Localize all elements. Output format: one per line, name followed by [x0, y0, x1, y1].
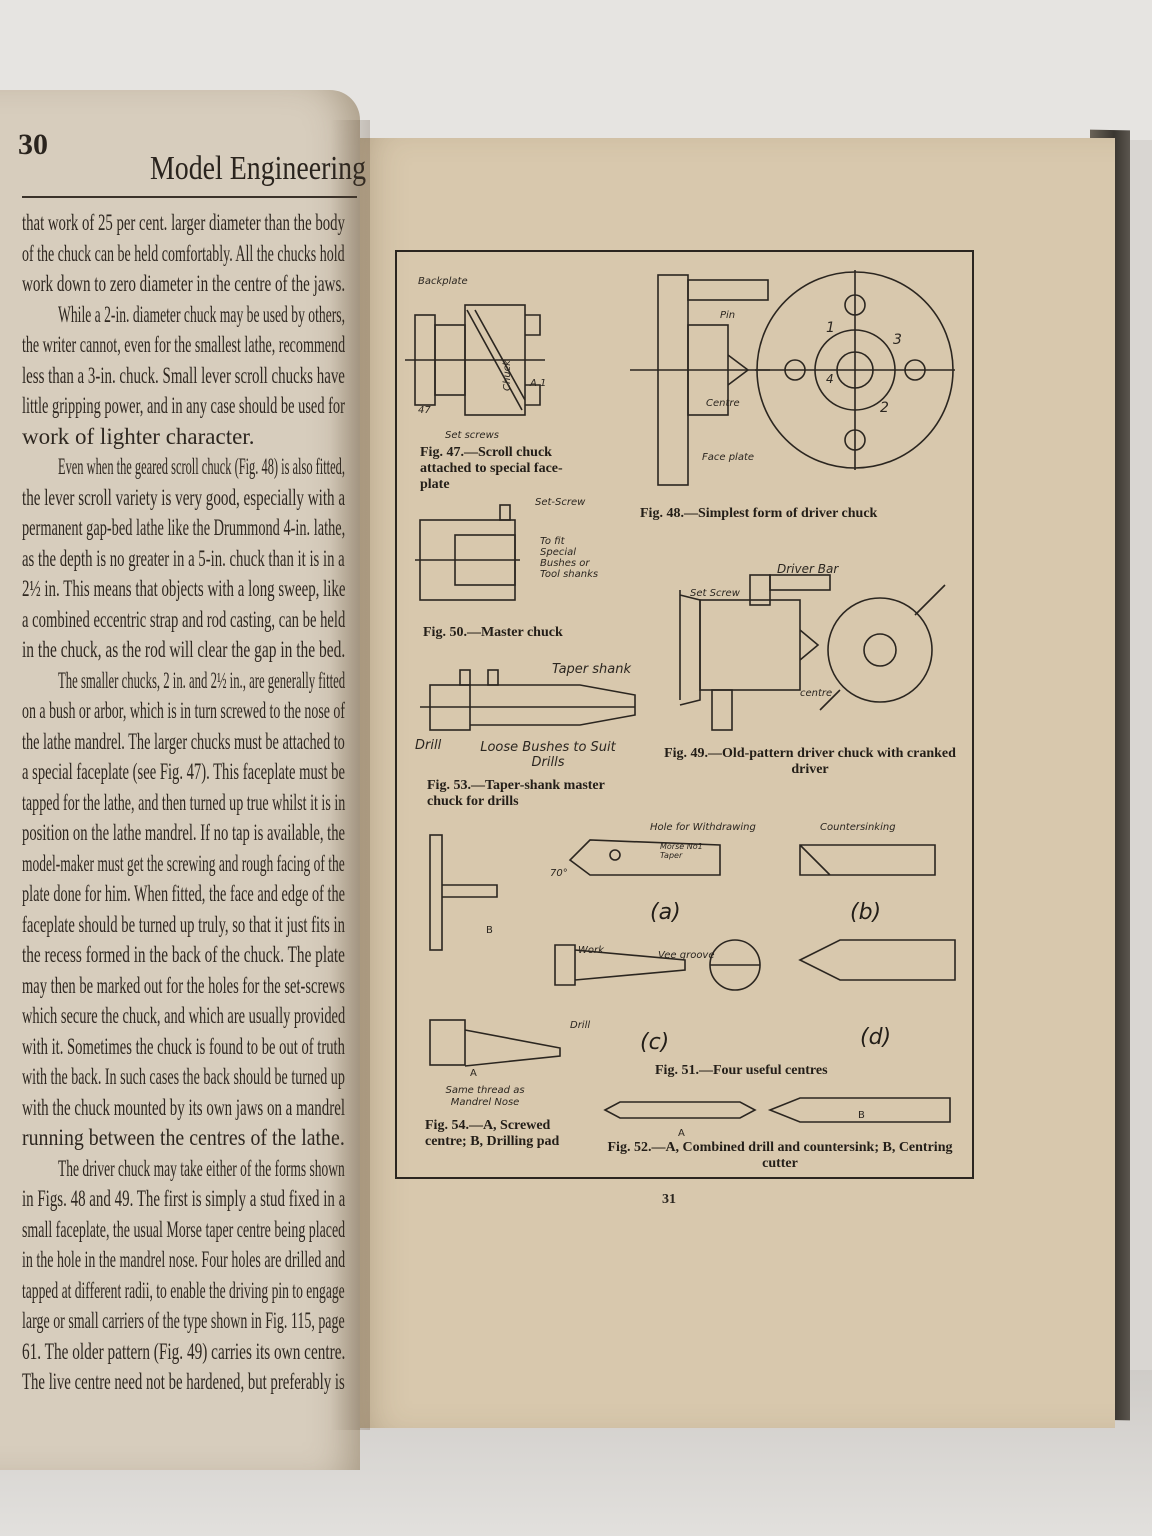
label-vee-groove: Vee groove	[658, 950, 715, 961]
label-a1: A 1	[530, 378, 547, 389]
text-line: work down to zero diameter in the centre…	[22, 271, 346, 296]
text-line: the writer cannot, even for the smallest…	[22, 332, 346, 357]
header-rule	[22, 196, 357, 198]
text-line: small faceplate, the usual Morse taper c…	[22, 1216, 346, 1242]
label-hole-for: Hole for Withdrawing	[650, 822, 756, 833]
label-47: 47	[418, 405, 431, 416]
label-taper-shank: Taper shank	[552, 662, 632, 677]
fig53-caption: Fig. 53.—Taper-shank master chuck for dr…	[427, 778, 605, 809]
text-line: a special faceplate (see Fig. 47). This …	[22, 759, 345, 784]
fig47-caption: Fig. 47.—Scroll chuck attached to specia…	[420, 445, 563, 492]
fig49-drawing	[679, 574, 946, 731]
label-2: 2	[880, 400, 889, 416]
label-face-plate: Face plate	[702, 452, 755, 463]
text-line: a combined eccentric strap and rod casti…	[22, 606, 346, 632]
label-centre-49: centre	[800, 688, 833, 699]
text-line: with the chuck mounted by its own jaws o…	[22, 1094, 346, 1120]
text-line: as the depth is no greater in a 5-in. ch…	[22, 545, 345, 571]
fig50-drawing	[415, 504, 520, 601]
label-set-screw: Set-Screw	[535, 497, 586, 508]
text-line: tapped at different radii, to enable the…	[22, 1277, 345, 1303]
label-loose-bushes: Loose Bushes to Suit Drills	[480, 740, 616, 770]
label-morse: Morse No1 Taper	[660, 842, 703, 860]
text-line: permanent gap-bed lathe like the Drummon…	[22, 515, 346, 540]
text-line: little gripping power, and in any case s…	[22, 393, 345, 418]
text-line: large or small carriers of the type show…	[22, 1308, 345, 1333]
text-line: running between the centres of the lathe…	[22, 1125, 345, 1150]
label-drill-51: Drill	[570, 1020, 591, 1031]
label-A-54: A	[470, 1068, 477, 1079]
left-page	[0, 90, 360, 1470]
label-countersinking: Countersinking	[820, 822, 896, 833]
label-3: 3	[893, 332, 902, 348]
label-backplate: Backplate	[418, 276, 468, 287]
text-line: on a bush or arbor, which is in turn scr…	[22, 698, 346, 723]
text-line: plate done for him. When fitted, the fac…	[22, 881, 345, 906]
figure-frame	[395, 250, 974, 1179]
label-b: (b)	[850, 900, 882, 925]
text-line: faceplate should be turned up truly, so …	[22, 911, 345, 937]
text-line: tapped for the lathe, and then turned up…	[22, 789, 346, 815]
fig47-drawing	[405, 304, 545, 416]
text-line: may then be marked out for the holes for…	[22, 972, 345, 998]
label-4: 4	[826, 372, 834, 386]
fig51-caption: Fig. 51.—Four useful centres	[655, 1063, 828, 1078]
text-line: the recess formed in the back of the chu…	[22, 942, 345, 967]
fig52-caption: Fig. 52.—A, Combined drill and countersi…	[607, 1140, 953, 1171]
text-line: The live centre need not be hardened, bu…	[22, 1369, 345, 1394]
text-line: which secure the chuck, and which are us…	[22, 1003, 346, 1028]
running-head: Model Engineering	[150, 150, 367, 187]
label-a: (a)	[650, 900, 681, 925]
label-d: (d)	[860, 1025, 892, 1050]
label-c: (c)	[640, 1030, 670, 1055]
label-to-fit: To fit Special Bushes or Tool shanks	[540, 536, 599, 580]
label-A-52: A	[678, 1128, 685, 1139]
text-line: While a 2-in. diameter chuck may be used…	[58, 301, 345, 327]
label-70deg: 70°	[550, 868, 568, 879]
label-pin: Pin	[720, 310, 736, 321]
fig52-drawing	[603, 1097, 951, 1123]
fig54-drawing	[429, 1019, 561, 1067]
text-line: in Figs. 48 and 49. The first is simply …	[22, 1186, 346, 1211]
text-line: position on the lathe mandrel. If no tap…	[22, 820, 346, 845]
fig50-caption: Fig. 50.—Master chuck	[423, 625, 563, 640]
text-line: The smaller chucks, 2 in. and 2½ in., ar…	[58, 667, 346, 693]
label-chuck: Chuck	[501, 360, 513, 391]
page-number-left: 30	[18, 128, 48, 161]
text-line: with the back. In such cases the back sh…	[22, 1064, 345, 1089]
right-page	[345, 138, 1115, 1428]
label-drill: Drill	[415, 738, 442, 753]
text-line: work of lighter character.	[22, 423, 255, 449]
text-line: The driver chuck may take either of the …	[58, 1155, 345, 1181]
label-B: B	[486, 925, 493, 936]
text-line: model-maker must get the screwing and ro…	[22, 850, 345, 876]
text-line: that work of 25 per cent. larger diamete…	[22, 210, 345, 235]
label-driver-bar: Driver Bar	[777, 562, 839, 576]
text-line: 61. The older pattern (Fig. 49) carries …	[22, 1338, 346, 1364]
fig53-drawing	[420, 669, 636, 731]
text-line: the lathe mandrel. The larger chucks mus…	[22, 728, 345, 754]
text-line: with it. Sometimes the chuck is found to…	[22, 1033, 345, 1059]
fig51-drawing	[429, 834, 956, 991]
text-line: in the hole in the mandrel nose. Four ho…	[22, 1247, 346, 1272]
label-set-screw-49: Set Screw	[690, 588, 740, 599]
fig49-caption: Fig. 49.—Old-pattern driver chuck with c…	[664, 746, 956, 777]
label-centre: Centre	[706, 398, 740, 409]
text-line: less than a 3-in. chuck. Small lever scr…	[22, 362, 345, 388]
label-set-screws: Set screws	[445, 430, 499, 441]
text-line: in the chuck, as the rod will clear the …	[22, 637, 346, 662]
fig48-caption: Fig. 48.—Simplest form of driver chuck	[640, 506, 878, 521]
label-1: 1	[826, 320, 835, 336]
text-line: of the chuck can be held comfortably. Al…	[22, 240, 345, 266]
text-line: the lever scroll variety is very good, e…	[22, 484, 346, 510]
label-work: Work	[578, 945, 604, 956]
page-number-right: 31	[662, 1192, 676, 1207]
label-B-52: B	[858, 1110, 865, 1121]
fig48-drawing	[630, 270, 955, 486]
fig54-caption: Fig. 54.—A, Screwed centre; B, Drilling …	[425, 1118, 560, 1149]
text-line: 2½ in. This means that objects with a lo…	[22, 576, 346, 601]
text-line: Even when the geared scroll chuck (Fig. …	[58, 454, 345, 479]
label-same-thread: Same thread as Mandrel Nose	[445, 1085, 525, 1108]
